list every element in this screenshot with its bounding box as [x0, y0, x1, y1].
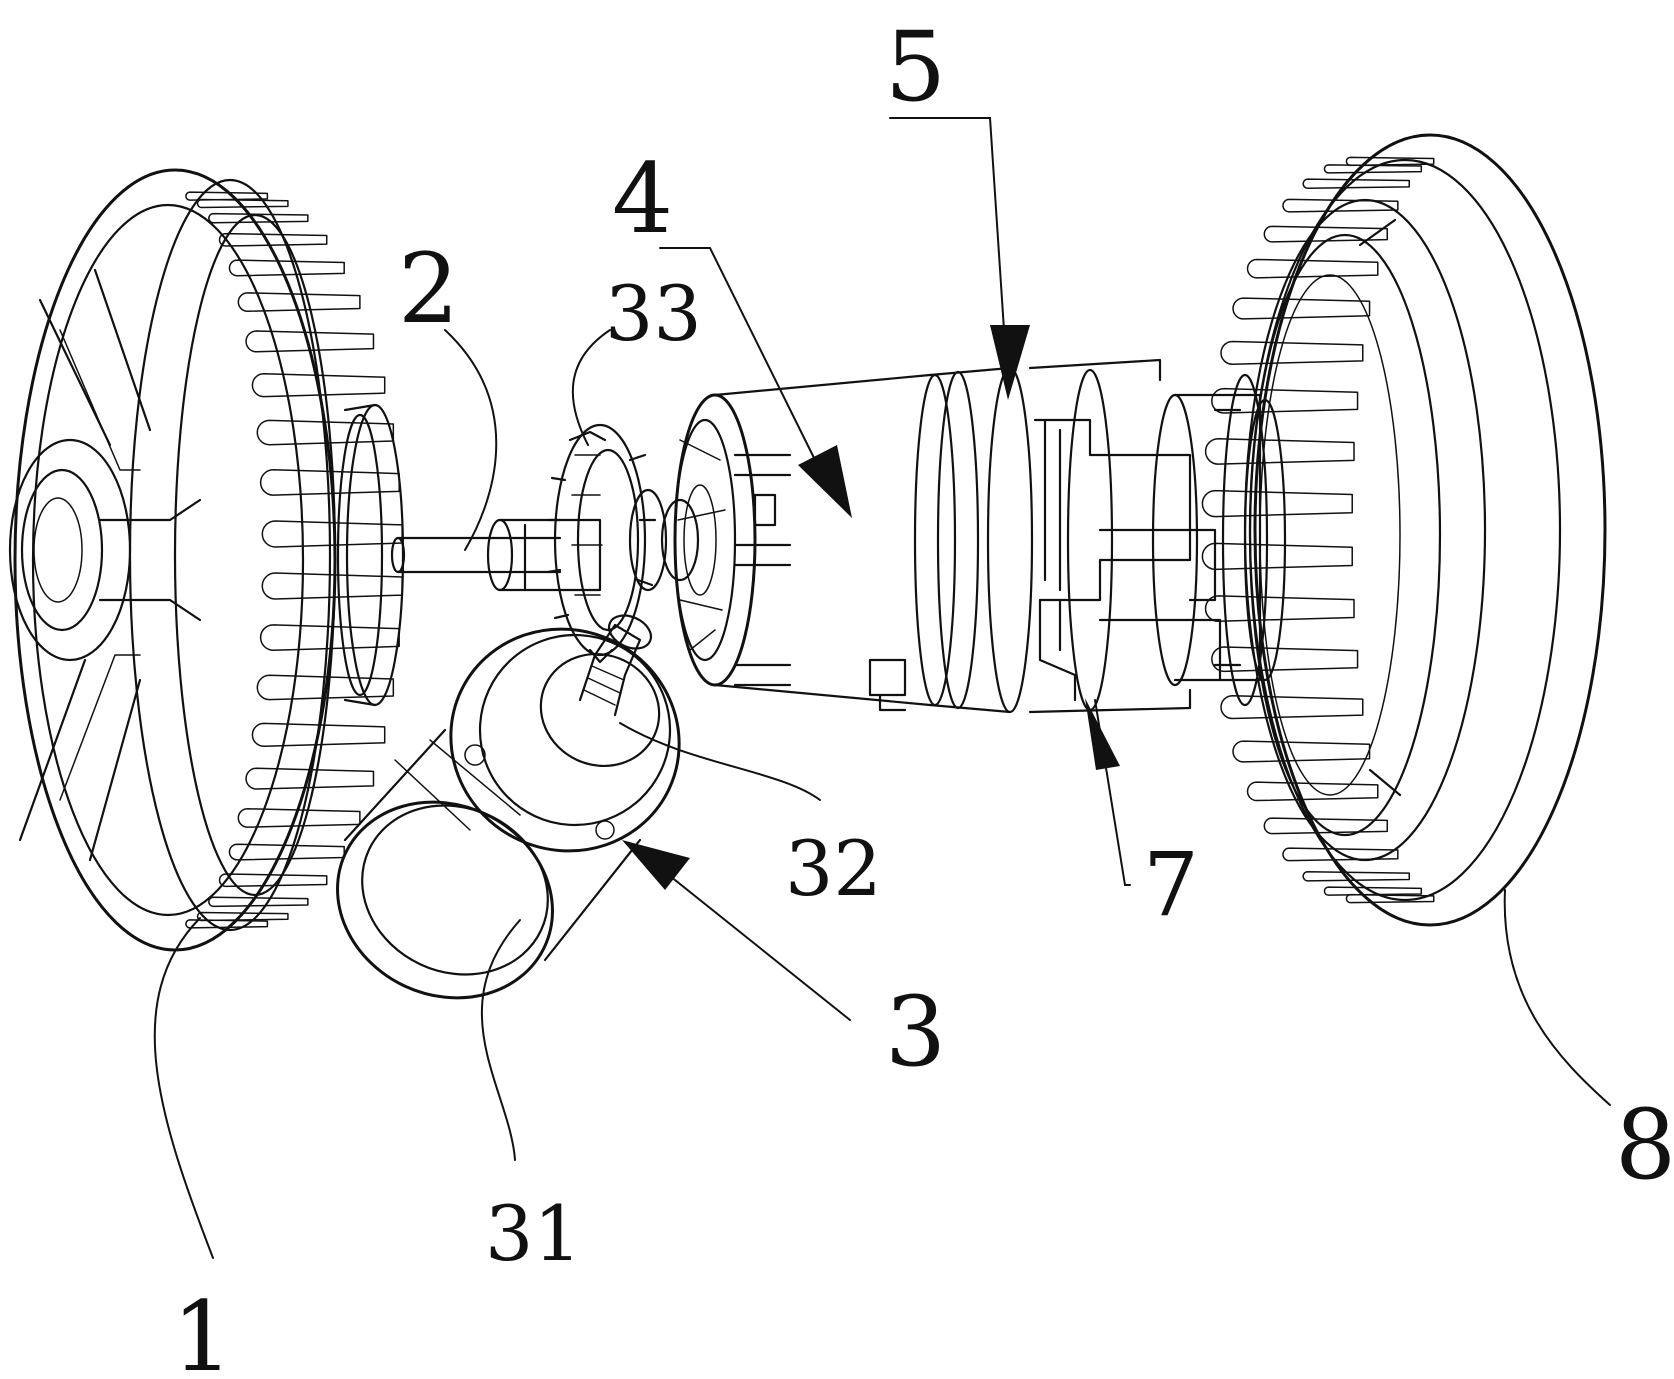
tread-slot: [238, 293, 360, 311]
tread-slot: [1283, 199, 1398, 211]
tread-slot: [1233, 298, 1370, 319]
label-gear: 33: [605, 269, 702, 358]
leader-lines: [155, 118, 1610, 1258]
tread-slot: [1233, 741, 1370, 762]
main-motor: [675, 368, 1032, 712]
tread-slot: [1264, 226, 1387, 242]
tread-slot: [209, 214, 308, 223]
label-main-motor: 4: [612, 143, 673, 255]
label-wheel-left: 1: [172, 1281, 233, 1379]
right-wheel: [1202, 135, 1605, 925]
tread-slot: [1248, 259, 1378, 277]
tread-slot: [198, 912, 288, 920]
tread-slot: [1248, 782, 1378, 800]
label-wheel-right: 8: [1615, 1089, 1674, 1201]
tread-slot: [1221, 696, 1363, 719]
label-pump-body: 31: [485, 1189, 582, 1278]
tread-slot: [220, 234, 327, 246]
tread-slot: [1202, 543, 1352, 569]
tread-slot: [1283, 848, 1398, 860]
label-pump-motor: 3: [885, 976, 946, 1088]
tread-slot: [1303, 872, 1409, 881]
left-wheel: [10, 170, 403, 950]
tread-slot: [1221, 341, 1363, 364]
pump-motor: [305, 592, 716, 1033]
tread-slot: [1206, 596, 1354, 621]
tread-slot: [209, 897, 308, 906]
tread-slot: [198, 200, 288, 208]
label-clutch: 7: [1143, 833, 1199, 936]
label-shaft: 2: [398, 233, 459, 345]
reference-labels: 1 2 33 4 5 7 32 3 31 8: [172, 11, 1674, 1379]
tread-slot: [1303, 179, 1409, 188]
label-ring: 5: [885, 11, 946, 123]
drive-shaft: [392, 520, 600, 590]
tread-slot: [1212, 647, 1358, 671]
label-pump-output: 32: [785, 824, 882, 913]
